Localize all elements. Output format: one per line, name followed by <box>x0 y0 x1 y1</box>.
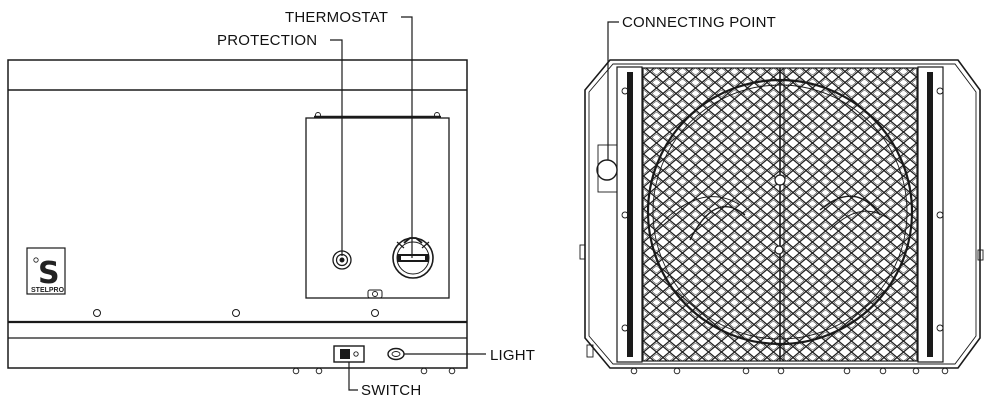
fan-blade <box>829 210 906 236</box>
left-rail <box>616 66 643 363</box>
protection-leader <box>330 39 343 256</box>
thermostat-label: THERMOSTAT <box>285 9 388 26</box>
front-screw <box>371 309 379 317</box>
indicator-light <box>387 347 405 361</box>
plate-screw <box>434 112 440 118</box>
switch-leader <box>348 362 358 391</box>
grille-feet <box>630 367 949 375</box>
grille-view <box>579 59 984 375</box>
grille-housing-inner <box>588 63 977 365</box>
fan-blade <box>689 206 746 241</box>
front-screw <box>232 309 240 317</box>
power-switch[interactable] <box>333 345 365 363</box>
front-feet <box>292 367 456 375</box>
plate-connector <box>367 289 383 299</box>
fan-hub-lower <box>774 245 784 255</box>
front-view: S STELPRO <box>7 59 468 375</box>
light-label: LIGHT <box>490 347 535 364</box>
protection-label: PROTECTION <box>217 32 317 49</box>
front-screw <box>93 309 101 317</box>
logo-letter: S <box>38 256 60 291</box>
plate-screw <box>315 112 321 118</box>
connecting-point-label: CONNECTING POINT <box>622 14 776 31</box>
logo-brand: STELPRO <box>31 287 65 294</box>
switch-label: SWITCH <box>361 382 421 399</box>
fan-ring <box>646 78 914 346</box>
connecting-point-leader <box>607 21 619 160</box>
left-rail-bar <box>627 72 633 357</box>
right-rail-bar <box>927 72 933 357</box>
front-leaders <box>330 16 486 391</box>
fan-blade <box>654 196 741 231</box>
connecting-point[interactable] <box>596 144 618 193</box>
grille-housing <box>584 59 981 369</box>
housing-fasteners <box>579 244 984 358</box>
thermostat-leader <box>401 16 413 258</box>
front-housing <box>7 59 468 369</box>
thermostat-knob[interactable] <box>392 237 434 279</box>
fan-ring-inner <box>652 84 908 340</box>
stelpro-logo: S STELPRO <box>26 247 66 295</box>
fan-blade <box>819 195 881 216</box>
rail-screws <box>621 87 944 332</box>
fan-hub <box>774 174 786 186</box>
